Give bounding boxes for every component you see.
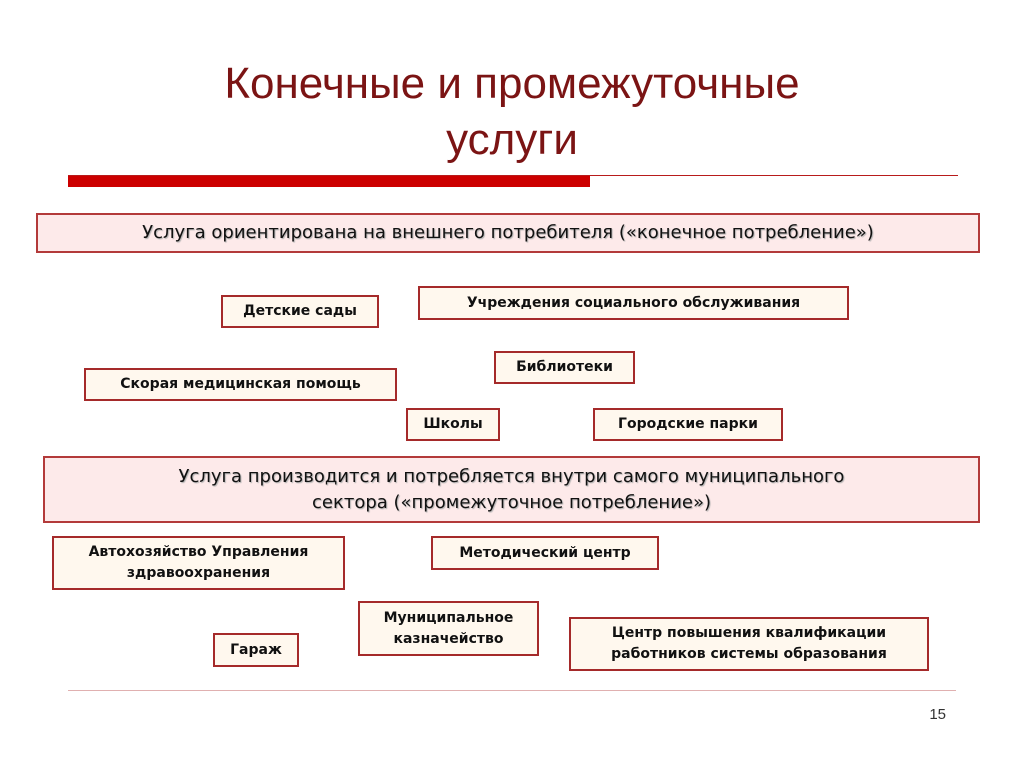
- service-tag-social-services: Учреждения социального обслуживания: [418, 286, 849, 320]
- service-tag-teacher-training-center: Центр повышения квалификации работников …: [569, 617, 929, 671]
- final-consumption-banner: Услуга ориентирована на внешнего потреби…: [36, 213, 980, 253]
- service-tag-schools: Школы: [406, 408, 500, 441]
- service-tag-libraries: Библиотеки: [494, 351, 635, 384]
- intermediate-consumption-banner-line-2: сектора («промежуточное потребление»): [311, 492, 711, 513]
- title-accent-bar: [68, 176, 590, 187]
- slide-title-line-1: Конечные и промежуточные: [224, 59, 800, 108]
- slide-title: Конечные и промежуточные услуги: [0, 56, 1024, 168]
- service-tag-health-motor-depot: Автохозяйство Управления здравоохранения: [52, 536, 345, 590]
- service-tag-city-parks: Городские парки: [593, 408, 783, 441]
- footer-divider: [68, 690, 956, 691]
- intermediate-consumption-banner-line-1: Услуга производится и потребляется внутр…: [178, 466, 845, 487]
- intermediate-consumption-banner: Услуга производится и потребляется внутр…: [43, 456, 980, 523]
- slide-title-line-2: услуги: [446, 115, 578, 164]
- page-number: 15: [929, 706, 946, 723]
- service-tag-methodical-center: Методический центр: [431, 536, 659, 570]
- service-tag-kindergartens: Детские сады: [221, 295, 379, 328]
- title-underline-thin: [68, 175, 958, 176]
- final-consumption-banner-text: Услуга ориентирована на внешнего потреби…: [142, 222, 874, 243]
- service-tag-ambulance: Скорая медицинская помощь: [84, 368, 397, 401]
- service-tag-municipal-treasury: Муниципальное казначейство: [358, 601, 539, 656]
- service-tag-garage: Гараж: [213, 633, 299, 667]
